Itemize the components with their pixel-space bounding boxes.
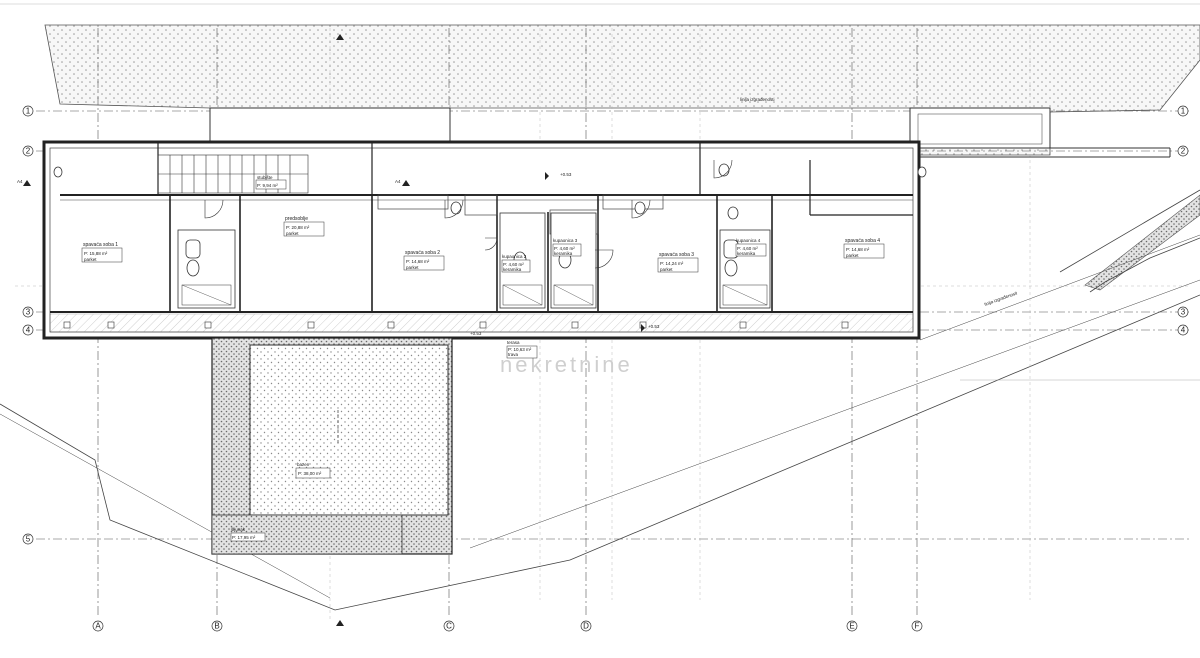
svg-text:P: 14,68 m²: P: 14,68 m² [846, 247, 870, 252]
column-axis-markers: A B C D E F [92, 620, 923, 632]
svg-text:D: D [583, 622, 589, 631]
axis-marker-4-left: 4 [22, 324, 34, 336]
pool [211, 337, 453, 555]
axis-marker-c: C [443, 620, 455, 632]
axis-marker-3-left: 3 [22, 306, 34, 318]
svg-text:trava: trava [508, 352, 519, 357]
svg-text:B: B [214, 622, 219, 631]
svg-text:parket: parket [660, 267, 673, 272]
svg-text:spavaća soba 4: spavaća soba 4 [845, 238, 880, 244]
axis-marker-e: E [846, 620, 858, 632]
room-label-bathroom-3: kupaonica 3 P: 4,60 m² keramika [552, 238, 582, 257]
axis-marker-5-left: 5 [22, 533, 34, 545]
svg-text:P: 14,24 m²: P: 14,24 m² [660, 261, 684, 266]
svg-text:kupaonica 3: kupaonica 3 [553, 238, 578, 243]
door-swings [204, 159, 733, 269]
room-label-hall: predsoblje P: 20,88 m² parket [283, 216, 325, 237]
room-label-bedroom-4: spavaća soba 4 P: 14,68 m² parket [843, 238, 885, 259]
room-label-bedroom-3: spavaća soba 3 P: 14,24 m² parket [657, 252, 699, 273]
svg-text:predsoblje: predsoblje [285, 216, 308, 222]
svg-text:F: F [915, 622, 920, 631]
svg-text:P: 4,60 m²: P: 4,60 m² [503, 262, 524, 267]
svg-text:keramika: keramika [737, 251, 756, 256]
svg-text:spavaća soba 1: spavaća soba 1 [83, 242, 118, 248]
room-label-bathroom-2: kupaonica 2 P: 4,60 m² keramika [501, 254, 531, 273]
svg-text:keramika: keramika [503, 267, 522, 272]
axis-marker-1-right: 1 [1177, 105, 1189, 117]
svg-text:P: 4,60 m²: P: 4,60 m² [737, 246, 758, 251]
axis-marker-2-right: 2 [1177, 145, 1189, 157]
svg-text:E: E [849, 622, 854, 631]
walkway-right [910, 147, 1171, 158]
axis-marker-b: B [211, 620, 223, 632]
room-label-pool-deck: šljunak P: 17,95 m² [230, 527, 266, 542]
svg-text:šljunak: šljunak [231, 527, 246, 532]
svg-text:C: C [446, 622, 452, 631]
svg-text:P: 17,95 m²: P: 17,95 m² [232, 535, 256, 540]
svg-text:4: 4 [1181, 326, 1186, 335]
svg-text:spavaća soba 3: spavaća soba 3 [659, 252, 694, 258]
svg-text:parket: parket [846, 253, 859, 258]
axis-marker-4-right: 4 [1177, 324, 1189, 336]
svg-text:kupaonica 4: kupaonica 4 [736, 238, 761, 243]
svg-text:linija izgrađenosti: linija izgrađenosti [984, 290, 1018, 307]
room-label-terrace: terasa P: 10,63 m² trava [506, 340, 538, 359]
svg-text:5: 5 [26, 535, 31, 544]
svg-text:1: 1 [1181, 107, 1186, 116]
svg-text:+0.53: +0.53 [648, 324, 660, 329]
svg-text:terasa: terasa [507, 340, 520, 345]
svg-text:2: 2 [1181, 147, 1186, 156]
room-label-bedroom-1: spavaća soba 1 P: 15,88 m² parket [81, 242, 123, 263]
axis-marker-d: D [580, 620, 592, 632]
axis-marker-2-left: 2 [22, 145, 34, 157]
svg-text:P: 20,88 m²: P: 20,88 m² [286, 225, 310, 230]
svg-text:parket: parket [406, 265, 419, 270]
svg-text:+0.53: +0.53 [560, 172, 572, 177]
axis-marker-f: F [911, 620, 923, 632]
room-labels: spavaća soba 1 P: 15,88 m² parket predso… [81, 175, 885, 542]
terrain-slope-right [1059, 189, 1200, 293]
terrace-strip [49, 313, 914, 333]
svg-text:kupaonica 2: kupaonica 2 [502, 254, 527, 259]
svg-text:P: 4,60 m²: P: 4,60 m² [554, 246, 575, 251]
axis-marker-1-left: 1 [22, 105, 34, 117]
svg-text:1: 1 [26, 107, 31, 116]
svg-text:A4: A4 [395, 179, 401, 184]
svg-text:spavaća soba 2: spavaća soba 2 [405, 250, 440, 256]
room-label-pool: bazen P: 38,00 m² [295, 462, 331, 479]
room-label-bathroom-4: kupaonica 4 P: 4,60 m² keramika [735, 238, 767, 257]
axis-marker-a: A [92, 620, 104, 632]
svg-text:4: 4 [26, 326, 31, 335]
svg-text:+0.53: +0.53 [470, 331, 482, 336]
svg-text:bazen: bazen [297, 462, 310, 467]
house-walls [42, 140, 921, 340]
svg-text:parket: parket [84, 257, 97, 262]
svg-text:stubište: stubište [257, 175, 273, 180]
svg-text:P: 38,00 m²: P: 38,00 m² [298, 471, 322, 476]
svg-text:linija izgrađenosti: linija izgrađenosti [740, 97, 775, 102]
svg-text:A: A [95, 622, 101, 631]
svg-text:P: 10,63 m²: P: 10,63 m² [508, 347, 532, 352]
row-axis-markers: 1 2 3 4 5 1 2 3 4 [22, 105, 1189, 545]
svg-text:2: 2 [26, 147, 31, 156]
svg-text:A4: A4 [17, 179, 23, 184]
svg-text:3: 3 [26, 308, 31, 317]
svg-text:parket: parket [286, 231, 299, 236]
svg-text:keramika: keramika [554, 251, 573, 256]
axis-marker-3-right: 3 [1177, 306, 1189, 318]
room-label-bedroom-2: spavaća soba 2 P: 14,68 m² parket [403, 250, 445, 271]
svg-text:P: 14,68 m²: P: 14,68 m² [406, 259, 430, 264]
svg-text:P: 9,94 m²: P: 9,94 m² [257, 183, 278, 188]
site-boundary [0, 234, 1200, 611]
svg-text:P: 15,88 m²: P: 15,88 m² [84, 251, 108, 256]
room-label-stairs: stubište P: 9,94 m² [255, 175, 287, 190]
svg-text:3: 3 [1181, 308, 1186, 317]
